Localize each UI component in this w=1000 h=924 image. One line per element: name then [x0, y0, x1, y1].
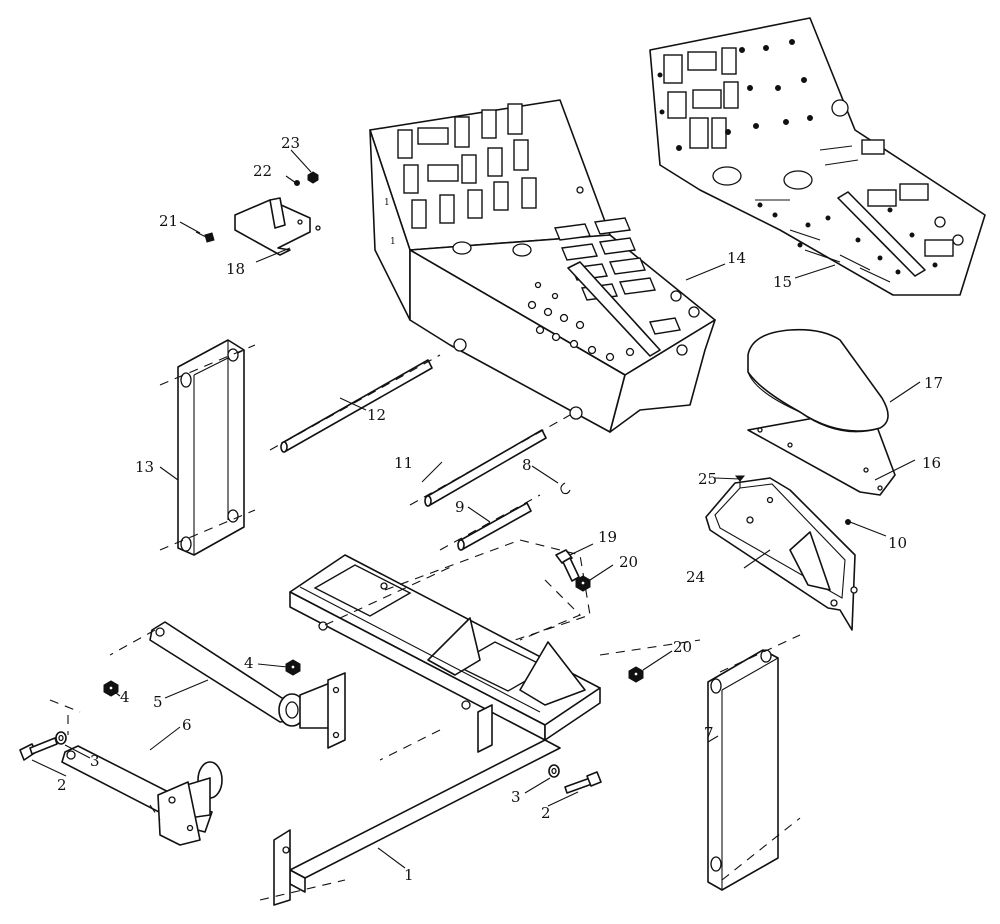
part-24-seat-bracket: [705, 477, 858, 631]
part-11-rod: [424, 429, 547, 507]
callout-3-right: 3: [511, 788, 521, 806]
svg-text:1: 1: [384, 198, 390, 208]
callout-24: 24: [686, 568, 705, 586]
part-7-right-upright: [707, 649, 779, 891]
callout-4-left: 4: [120, 688, 130, 706]
callout-21: 21: [159, 212, 178, 230]
part-3-washer-left: [55, 731, 67, 745]
callout-2-right: 2: [541, 804, 551, 822]
part-8-clip: [560, 482, 571, 495]
callout-14: 14: [727, 249, 746, 267]
callout-20-lower: 20: [673, 638, 692, 656]
callout-labels: 1 2 2 3 3 4 4 5 6 7 8 9 10 11 12 13 14 1…: [57, 134, 943, 884]
svg-text:1: 1: [390, 237, 396, 247]
callout-8: 8: [522, 456, 532, 474]
callout-22: 22: [253, 162, 272, 180]
part-15-decal-panel: [649, 17, 986, 296]
part-22-washer: [294, 180, 300, 186]
part-9-short-rod: [457, 502, 532, 551]
part-19-bolt: [555, 549, 580, 582]
callout-18: 18: [226, 260, 245, 278]
callout-13: 13: [135, 458, 154, 476]
callout-12: 12: [367, 406, 386, 424]
part-4-nut-center: [285, 659, 301, 676]
callout-7: 7: [704, 724, 714, 742]
part-3-washer-right: [548, 764, 560, 778]
part-20-nut-upper: [575, 575, 591, 592]
part-2-bolt-right: [564, 771, 602, 794]
callout-19: 19: [598, 528, 617, 546]
callout-5: 5: [153, 693, 163, 711]
part-18-bracket: [234, 197, 321, 256]
part-14-console-housing: 1 1: [369, 99, 716, 433]
callout-16: 16: [922, 454, 941, 472]
part-20-nut-lower: [628, 666, 644, 683]
callout-10: 10: [888, 534, 907, 552]
callout-6: 6: [182, 716, 192, 734]
part-6-linkage-arm: [61, 745, 223, 846]
part-10-pin: [845, 519, 851, 525]
assembly-lines: [49, 344, 801, 901]
part-17-seat-cushion: [747, 328, 889, 433]
callout-15: 15: [773, 273, 792, 291]
callout-2-left: 2: [57, 776, 67, 794]
part-1-base-frame: [273, 554, 601, 906]
callout-9: 9: [455, 498, 465, 516]
callout-4-center: 4: [244, 654, 254, 672]
callout-11: 11: [394, 454, 413, 472]
part-5-linkage-arm: [149, 621, 346, 749]
leader-lines: [31, 149, 921, 869]
callout-20-upper: 20: [619, 553, 638, 571]
callout-1: 1: [404, 866, 414, 884]
part-21-screw: [195, 231, 215, 243]
part-4-nut-left: [103, 680, 119, 697]
callout-17: 17: [924, 374, 943, 392]
callout-25: 25: [698, 470, 717, 488]
callout-23: 23: [281, 134, 300, 152]
callout-3-left: 3: [90, 752, 100, 770]
part-23-nut: [307, 171, 319, 184]
part-13-left-upright: [177, 339, 245, 556]
part-2-bolt-left: [19, 737, 58, 761]
